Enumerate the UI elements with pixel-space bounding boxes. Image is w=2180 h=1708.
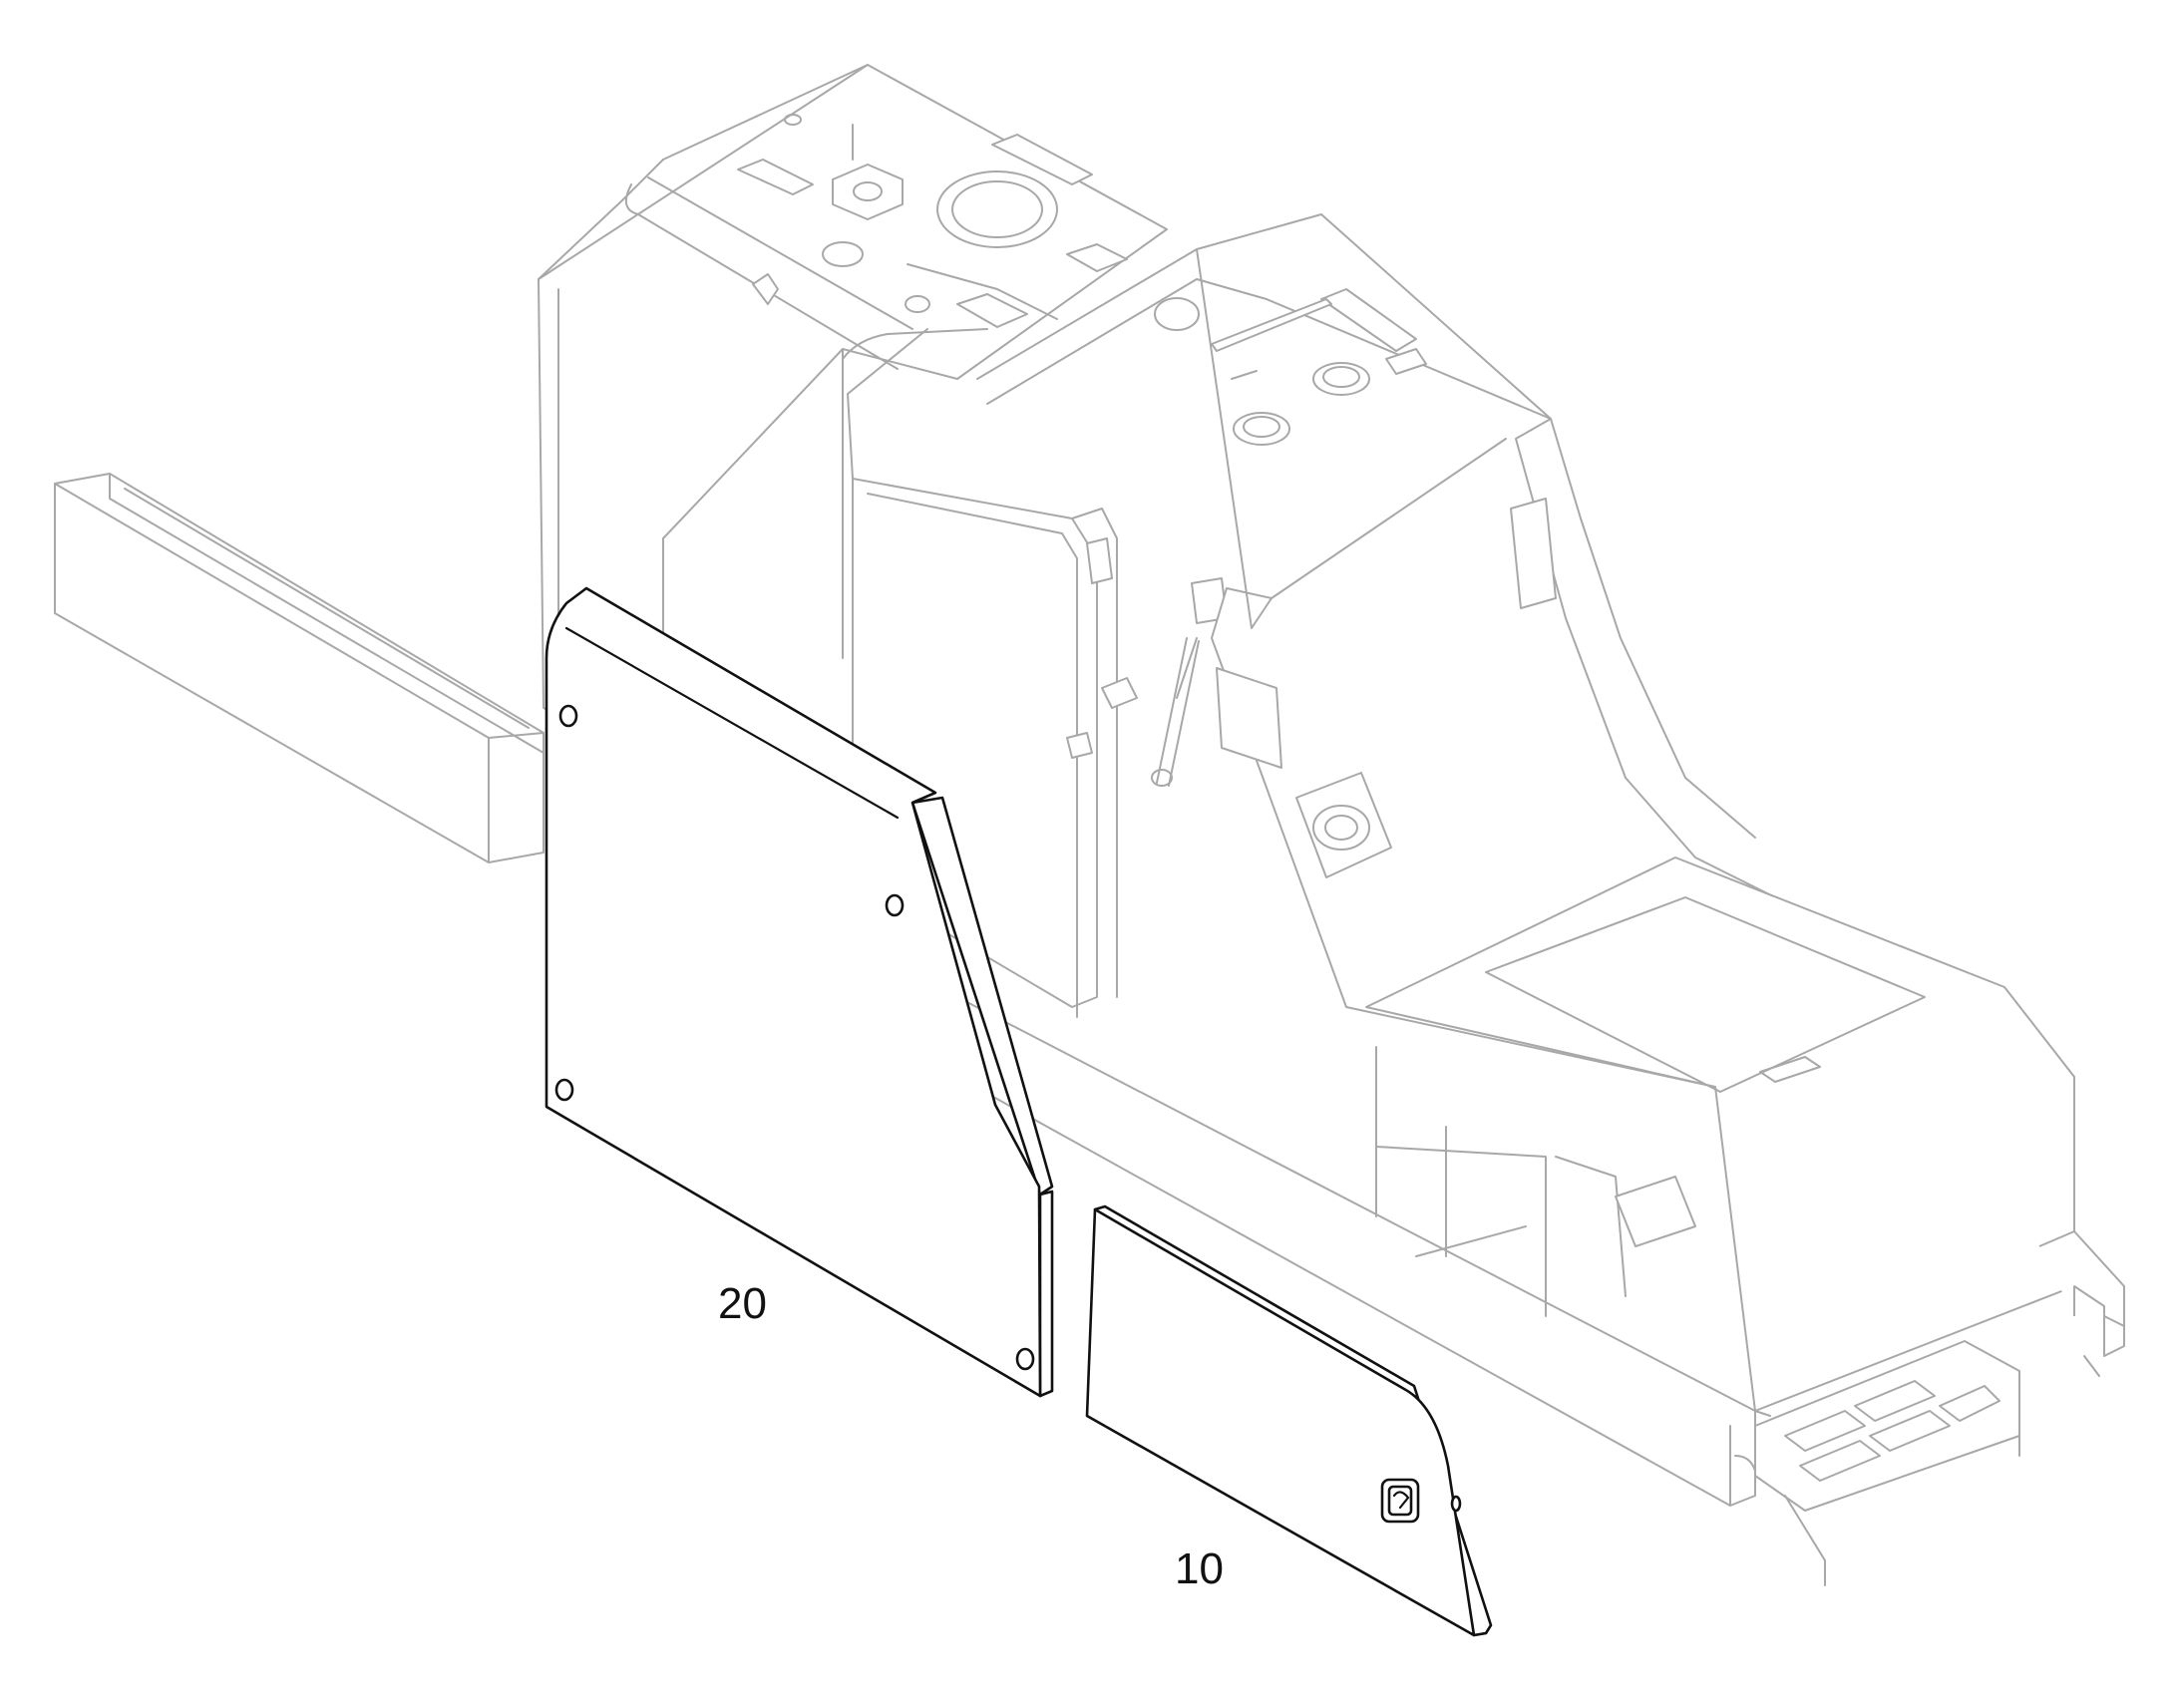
- panel-20-hole: [554, 1078, 574, 1102]
- floor-plate: [1365, 856, 2075, 1412]
- door-10-face: [1085, 1207, 1476, 1637]
- door-latch-icon: [1380, 1478, 1462, 1524]
- panel-20-face: [545, 586, 1042, 1398]
- frame-beam: [54, 473, 545, 863]
- part-10-access-door: [1085, 1204, 1493, 1637]
- side-bracket: [2038, 1230, 2125, 1377]
- operator-console: [976, 213, 1896, 1088]
- panel-20-hole: [558, 704, 578, 728]
- callout-20: 20: [718, 1279, 767, 1328]
- entry-step: [1754, 1340, 2020, 1586]
- panel-20-hole: [1015, 1347, 1035, 1371]
- part-20-side-panel: [545, 586, 1054, 1398]
- callout-10: 10: [1175, 1544, 1224, 1593]
- gas-strut: [1151, 577, 1228, 787]
- panel-20-hole: [885, 893, 905, 917]
